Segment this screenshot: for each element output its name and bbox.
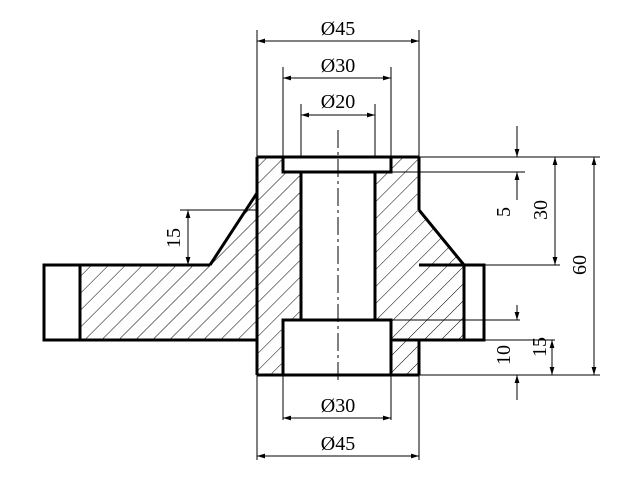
dim-bottom-mid-dia: Ø30 xyxy=(321,395,355,417)
dim-counterbore-bottom-depth: 10 xyxy=(493,345,515,365)
dim-upper-height: 30 xyxy=(530,200,552,220)
part-outline xyxy=(42,155,486,377)
extension-lines xyxy=(180,30,600,460)
dim-bottom-outer-dia: Ø45 xyxy=(321,433,355,455)
dim-top-mid-dia: Ø30 xyxy=(321,55,355,77)
dim-top-inner-dia: Ø20 xyxy=(321,91,355,113)
dim-total-height: 60 xyxy=(569,255,591,275)
dimension-texts: Ø45 Ø30 Ø20 Ø30 Ø45 15 5 30 60 10 15 xyxy=(163,18,591,455)
dim-counterbore-top-depth: 5 xyxy=(493,207,515,217)
dim-lower-height: 15 xyxy=(529,337,551,357)
dim-top-outer-dia: Ø45 xyxy=(321,18,355,40)
dimension-lines xyxy=(185,38,597,459)
dim-rib-height: 15 xyxy=(163,228,185,248)
